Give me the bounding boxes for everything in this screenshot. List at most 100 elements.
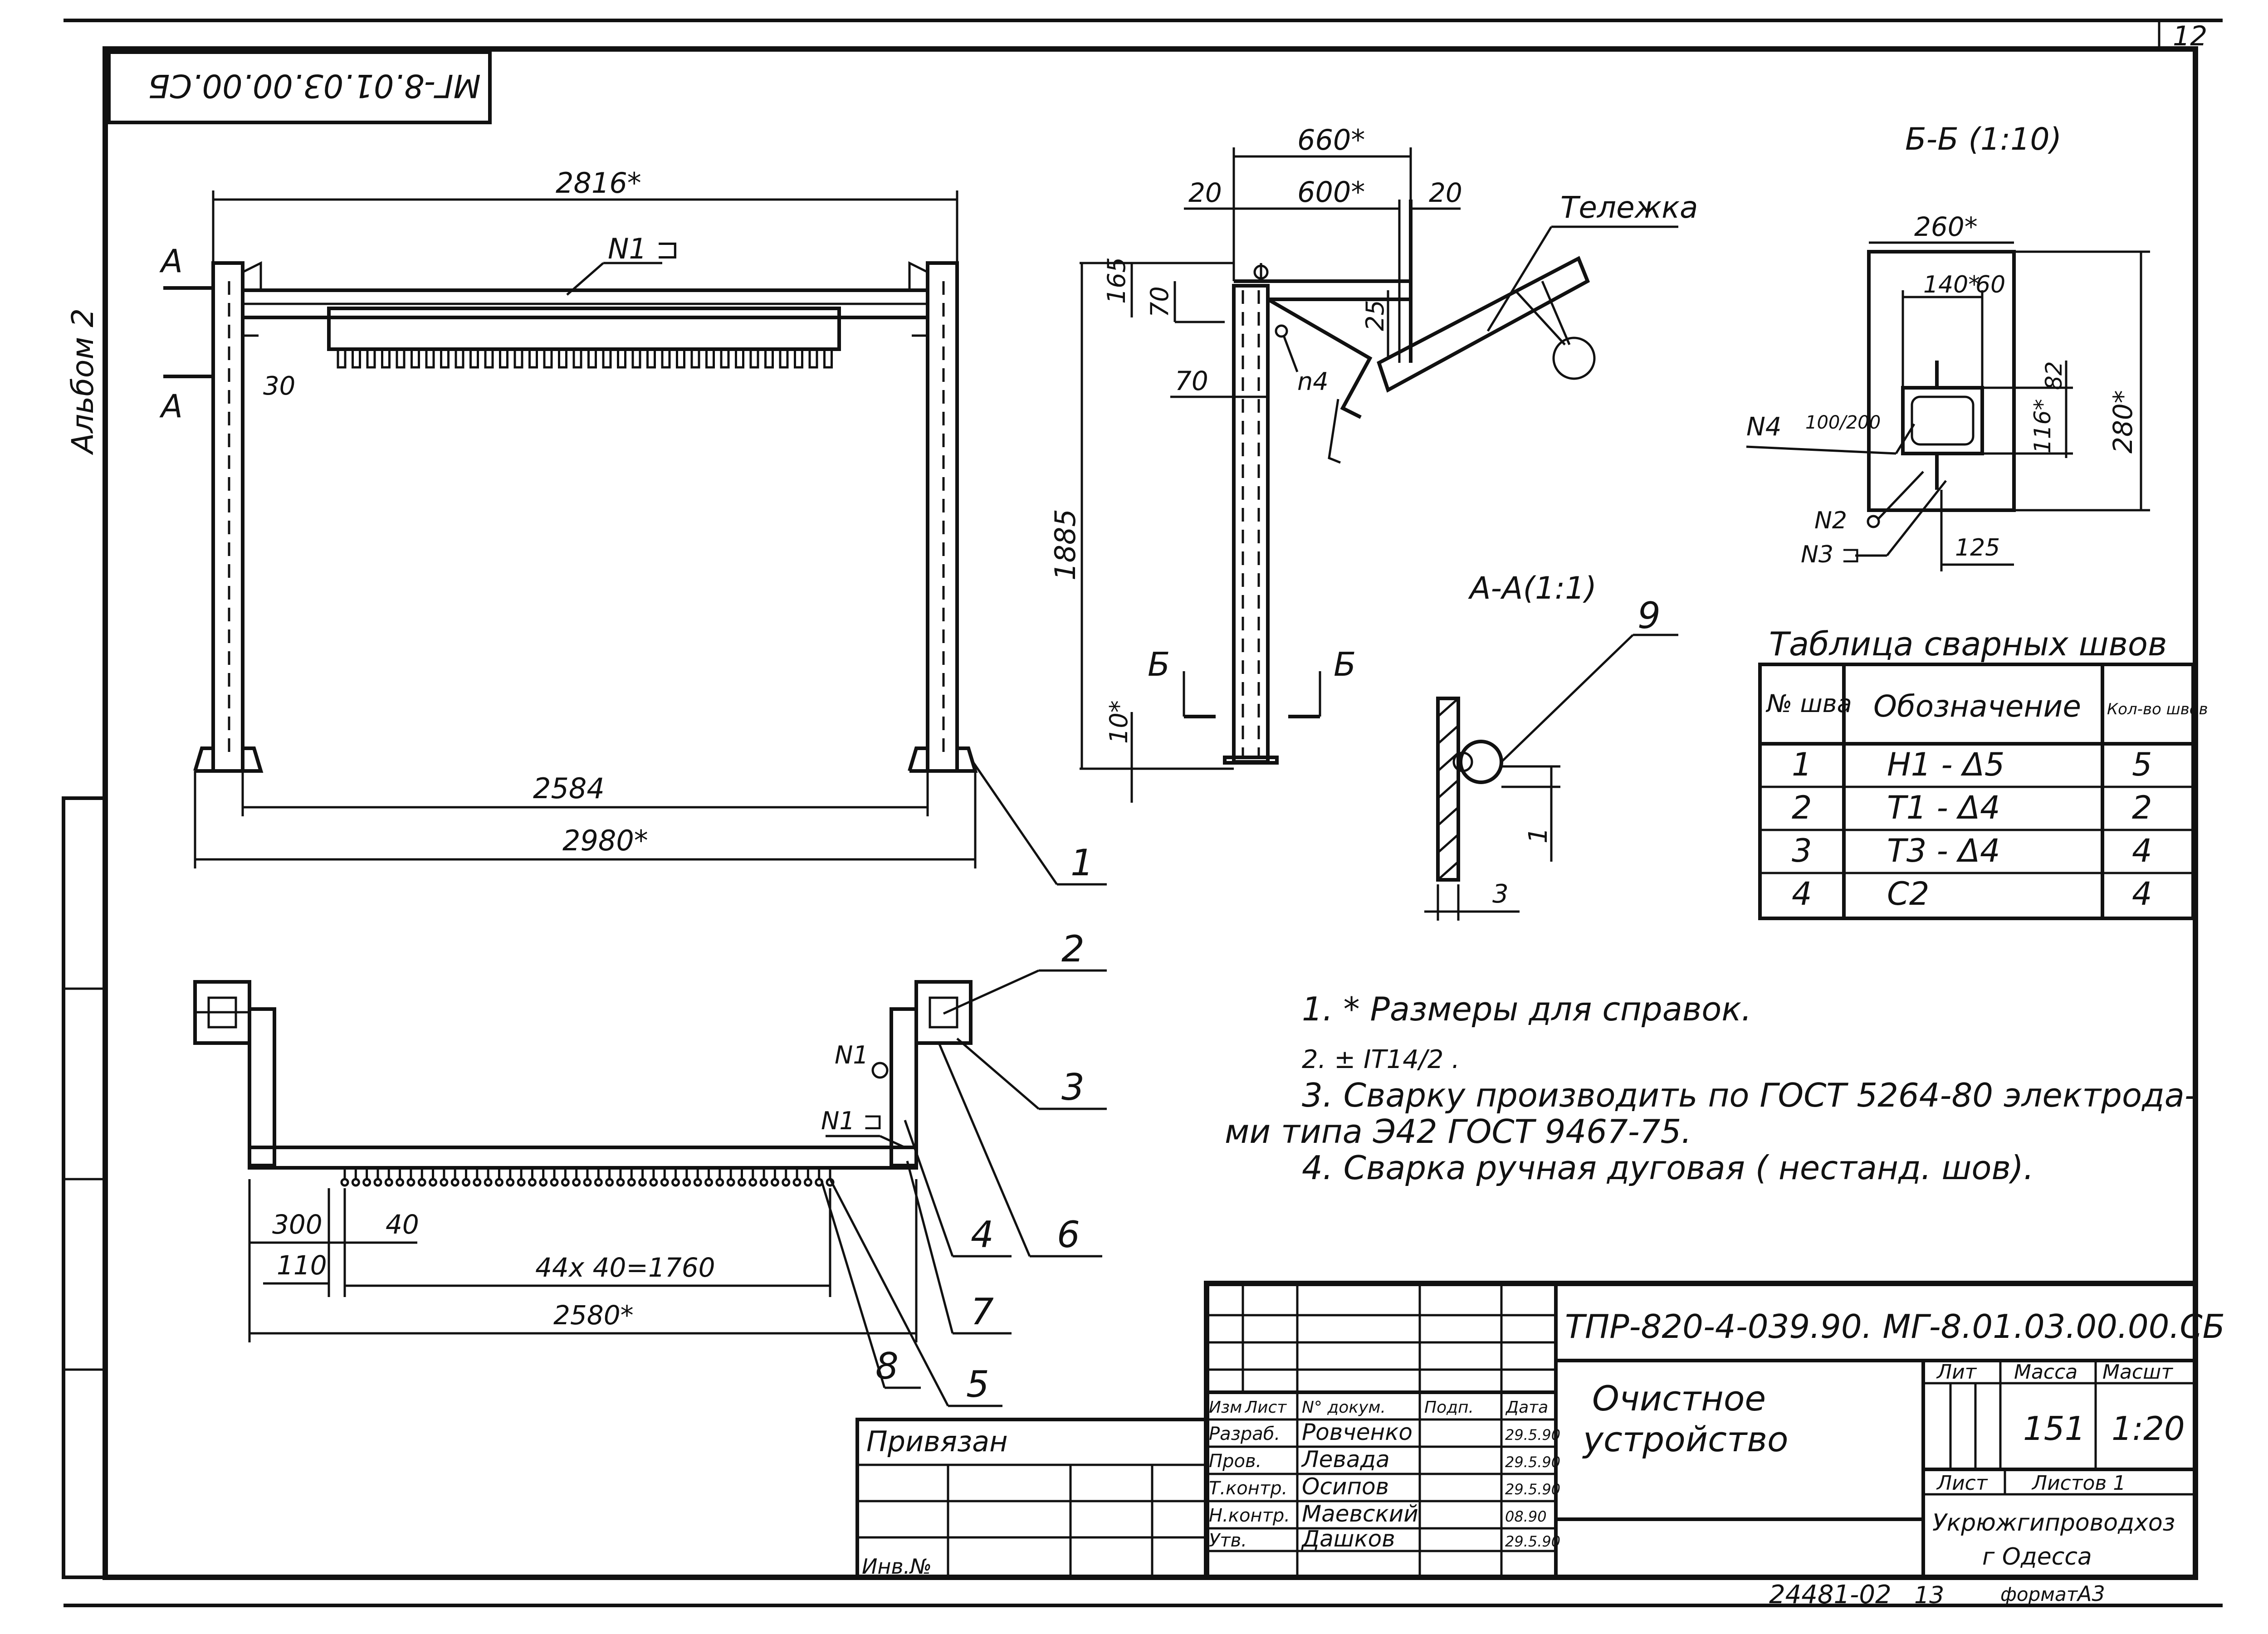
dim-300: 300	[272, 1209, 323, 1240]
brush-pin-head	[759, 1178, 768, 1187]
brush-tooth	[366, 348, 376, 369]
page-number: 12	[2173, 20, 2207, 52]
weld-header-designation: Обозначение	[1873, 689, 2081, 724]
callout-4: 4	[971, 1214, 994, 1256]
dim-110: 110	[277, 1250, 327, 1281]
brush-pin-head	[605, 1178, 614, 1187]
side-view: Тележка 660* 600* 20 20 1885 165 70 25 7…	[1049, 123, 1698, 803]
archive-sheet: 13	[1914, 1582, 1944, 1609]
brush-tooth	[411, 348, 420, 369]
weld-cell: 2	[1792, 789, 1812, 826]
brush-tooth	[513, 348, 523, 369]
brush-pin-head	[384, 1178, 393, 1187]
brush-tooth	[808, 348, 818, 369]
brush-pin-head	[583, 1178, 592, 1187]
label-n3-bb: N3 ⊐	[1801, 541, 1861, 568]
dim-1-aa: 1	[1524, 827, 1553, 844]
signer-role: Утв.	[1209, 1530, 1247, 1551]
brush-tooth	[602, 348, 612, 369]
brush-pin-head	[550, 1178, 559, 1187]
brush-pin-head	[406, 1178, 415, 1187]
brush-tooth	[690, 348, 700, 369]
brush-tooth	[779, 348, 789, 369]
label-n2-bb: N2	[1814, 507, 1847, 534]
brush-tooth	[440, 348, 450, 369]
brush-pin-head	[528, 1178, 537, 1187]
brush-tooth	[455, 348, 464, 369]
dim-2584: 2584	[533, 772, 605, 805]
brush-tooth	[794, 348, 803, 369]
dim-70-vertical: 70	[1145, 286, 1174, 317]
brush-tooth	[352, 348, 361, 369]
signer-role: Разраб.	[1209, 1424, 1280, 1444]
brush-pin-head	[473, 1178, 482, 1187]
dim-20-left: 20	[1188, 177, 1222, 208]
section-b-left: Б	[1148, 645, 1170, 683]
brush-teeth	[337, 348, 833, 369]
signer-role: Пров.	[1209, 1451, 1261, 1472]
note-1: 1. * Размеры для справок.	[1302, 990, 1752, 1028]
dim-30: 30	[263, 371, 295, 401]
dim-140: 140*	[1923, 271, 1980, 298]
album-label: Альбом 2	[65, 308, 100, 455]
brush-tooth	[735, 348, 744, 369]
weld-cell: 1	[1792, 746, 1812, 783]
section-aa-title: А-А(1:1)	[1468, 571, 1597, 606]
section-bb-title: Б-Б (1:10)	[1905, 122, 2062, 157]
note-3: 3. Сварку производить по ГОСТ 5264-80 эл…	[1302, 1076, 2196, 1114]
weld-header-no: № шва	[1765, 689, 1852, 718]
inv-no-label: Инв.№	[862, 1554, 932, 1579]
dim-125: 125	[1955, 534, 2000, 561]
weld-cell: 3	[1792, 832, 1812, 869]
signer-role: Н.контр.	[1209, 1505, 1290, 1526]
format-label: формат	[2000, 1583, 2078, 1605]
brush-pin-head	[627, 1178, 636, 1187]
brush-tooth	[425, 348, 435, 369]
label-n4-frac: 100/200	[1805, 412, 1881, 433]
brush-pin-head	[340, 1178, 349, 1187]
scale-value: 1:20	[2112, 1410, 2185, 1448]
section-a-bottom: А	[159, 388, 183, 425]
brush-tooth	[661, 348, 671, 369]
dim-116: 116*	[2029, 399, 2056, 454]
object-name-1: Очистное	[1592, 1378, 1766, 1419]
signer-role: Т.контр.	[1209, 1478, 1287, 1499]
callout-5: 5	[966, 1363, 989, 1405]
brush-tooth	[631, 348, 641, 369]
signer-name: Дашков	[1301, 1526, 1395, 1552]
brush-pin-head	[671, 1178, 680, 1187]
dim-2580: 2580*	[553, 1300, 634, 1331]
brush-pin-head	[803, 1178, 812, 1187]
scale-label: Масшт	[2102, 1361, 2173, 1384]
dim-660: 660*	[1297, 123, 1365, 156]
section-aa: А-А(1:1) 9 1 3	[1424, 571, 1678, 921]
signer-name: Маевский	[1302, 1501, 1418, 1527]
col-doc: N° докум.	[1302, 1398, 1386, 1417]
weld-cell: 4	[2132, 875, 2152, 912]
brush-pin-head	[506, 1178, 515, 1187]
brush-tooth	[396, 348, 406, 369]
brush-pin-head	[561, 1178, 570, 1187]
project-code: ТПР-820-4-039.90. МГ-8.01.03.00.00.СБ	[1565, 1307, 2225, 1346]
signer-name: Осипов	[1302, 1473, 1389, 1500]
dim-2980: 2980*	[562, 824, 648, 857]
brush-pin-head	[429, 1178, 438, 1187]
object-name-2: устройство	[1582, 1419, 1789, 1459]
doc-code-rotated: МГ-8.01.03.00.00.СБ	[148, 67, 481, 104]
callout-7: 7	[971, 1291, 994, 1333]
dim-280: 280*	[2107, 390, 2138, 454]
brush-tooth	[705, 348, 715, 369]
col-sign: Подп.	[1424, 1398, 1474, 1417]
dim-10: 10*	[1105, 700, 1133, 744]
label-n4: n4	[1297, 367, 1329, 396]
dim-20-right: 20	[1429, 177, 1462, 208]
brush-tooth	[499, 348, 508, 369]
label-n1-circle: N1	[835, 1041, 869, 1069]
dim-2816: 2816*	[556, 166, 641, 200]
brush-pin-head	[417, 1178, 426, 1187]
brush-tooth	[676, 348, 685, 369]
mass-label: Масса	[2014, 1361, 2077, 1384]
brush-pin-head	[572, 1178, 581, 1187]
